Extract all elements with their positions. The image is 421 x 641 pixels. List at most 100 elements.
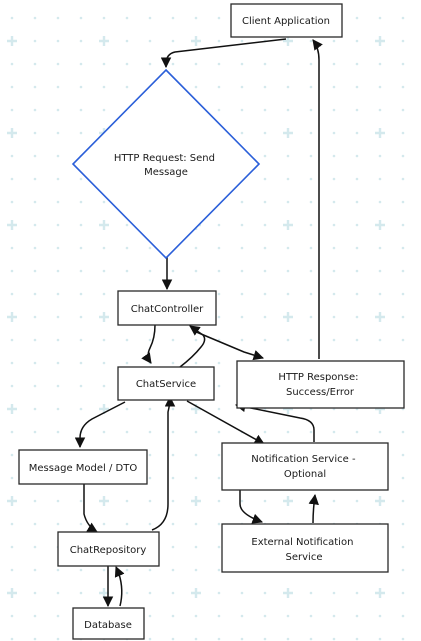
grid-plus — [375, 36, 385, 46]
grid-dot — [79, 292, 83, 296]
grid-dot — [217, 545, 221, 549]
grid-dot — [33, 614, 37, 618]
grid-dot — [240, 499, 244, 503]
grid-dot — [355, 614, 359, 618]
grid-dot — [125, 568, 129, 572]
grid-dot — [56, 430, 60, 434]
grid-dot — [286, 154, 290, 158]
grid-dot — [217, 637, 221, 641]
node-chat-repository-box — [57, 531, 160, 567]
node-http-request-line-1: HTTP Request: Send — [114, 153, 215, 164]
grid-dot — [263, 637, 267, 641]
grid-dot — [125, 522, 129, 526]
grid-dot — [355, 637, 359, 641]
grid-plus — [191, 404, 201, 414]
grid-dot — [332, 131, 336, 135]
grid-dot — [33, 338, 37, 342]
grid-dot — [171, 522, 175, 526]
grid-dot — [217, 476, 221, 480]
grid-dot — [286, 614, 290, 618]
grid-dot — [286, 85, 290, 89]
grid-dot — [217, 246, 221, 250]
grid-dot — [171, 430, 175, 434]
node-external-notification: External Notification Service — [221, 523, 389, 573]
node-http-response: HTTP Response: Success/Error — [236, 360, 405, 409]
grid-dot — [194, 545, 198, 549]
grid-dot — [148, 246, 152, 250]
grid-dot — [10, 154, 14, 158]
grid-dot — [194, 522, 198, 526]
grid-dot — [401, 154, 405, 158]
grid-dot — [125, 62, 129, 66]
node-chat-service-box — [117, 366, 215, 401]
grid-dot — [171, 407, 175, 411]
grid-dot — [56, 522, 60, 526]
grid-dot — [56, 131, 60, 135]
grid-dot — [56, 338, 60, 342]
grid-dot — [56, 39, 60, 43]
grid-plus — [375, 220, 385, 230]
node-http-response-line-1: HTTP Response: — [278, 372, 358, 383]
grid-dot — [286, 637, 290, 641]
grid-plus — [7, 404, 17, 414]
grid-dot — [56, 361, 60, 365]
grid-dot — [263, 614, 267, 618]
grid-dot — [171, 453, 175, 457]
grid-dot — [309, 200, 313, 204]
grid-dot — [378, 338, 382, 342]
edge-service-to-controller — [179, 325, 206, 368]
grid-dot — [148, 499, 152, 503]
node-message-model-line-1: Message Model / DTO — [29, 463, 138, 474]
grid-plus — [375, 496, 385, 506]
grid-dot — [102, 108, 106, 112]
grid-dot — [56, 269, 60, 273]
grid-dot — [79, 108, 83, 112]
grid-dot — [401, 269, 405, 273]
grid-dot — [56, 246, 60, 250]
grid-dot — [10, 614, 14, 618]
node-client-application-line-1: Client Application — [242, 16, 330, 27]
grid-dot — [217, 591, 221, 595]
grid-dot — [401, 16, 405, 20]
grid-dot — [217, 315, 221, 319]
grid-dot — [401, 476, 405, 480]
node-notification-service-box — [221, 442, 389, 491]
grid-dot — [332, 315, 336, 319]
grid-dot — [263, 131, 267, 135]
grid-dot — [378, 292, 382, 296]
node-http-request: HTTP Request: Send Message — [71, 68, 261, 260]
grid-dot — [171, 62, 175, 66]
grid-dot — [148, 637, 152, 641]
grid-dot — [125, 39, 129, 43]
grid-dot — [125, 85, 129, 89]
grid-dot — [217, 361, 221, 365]
grid-dot — [148, 614, 152, 618]
grid-dot — [171, 614, 175, 618]
grid-dot — [401, 315, 405, 319]
grid-dot — [355, 338, 359, 342]
grid-dot — [401, 177, 405, 181]
grid-dot — [355, 108, 359, 112]
grid-dot — [401, 614, 405, 618]
grid-dot — [355, 269, 359, 273]
grid-dot — [355, 39, 359, 43]
grid-dot — [56, 292, 60, 296]
grid-dot — [56, 200, 60, 204]
node-notification-service: Notification Service - Optional — [221, 442, 389, 491]
node-chat-controller: ChatController — [117, 290, 217, 326]
grid-dot — [355, 499, 359, 503]
grid-dot — [401, 522, 405, 526]
edge-notification-to-external — [239, 490, 263, 524]
grid-dot — [171, 545, 175, 549]
grid-dot — [102, 522, 106, 526]
decision-diamond — [71, 68, 261, 260]
grid-dot — [217, 568, 221, 572]
grid-dot — [33, 177, 37, 181]
grid-dot — [33, 200, 37, 204]
grid-dot — [10, 384, 14, 388]
grid-dot — [355, 62, 359, 66]
grid-dot — [102, 269, 106, 273]
node-chat-repository: ChatRepository — [57, 531, 160, 567]
grid-dot — [79, 62, 83, 66]
